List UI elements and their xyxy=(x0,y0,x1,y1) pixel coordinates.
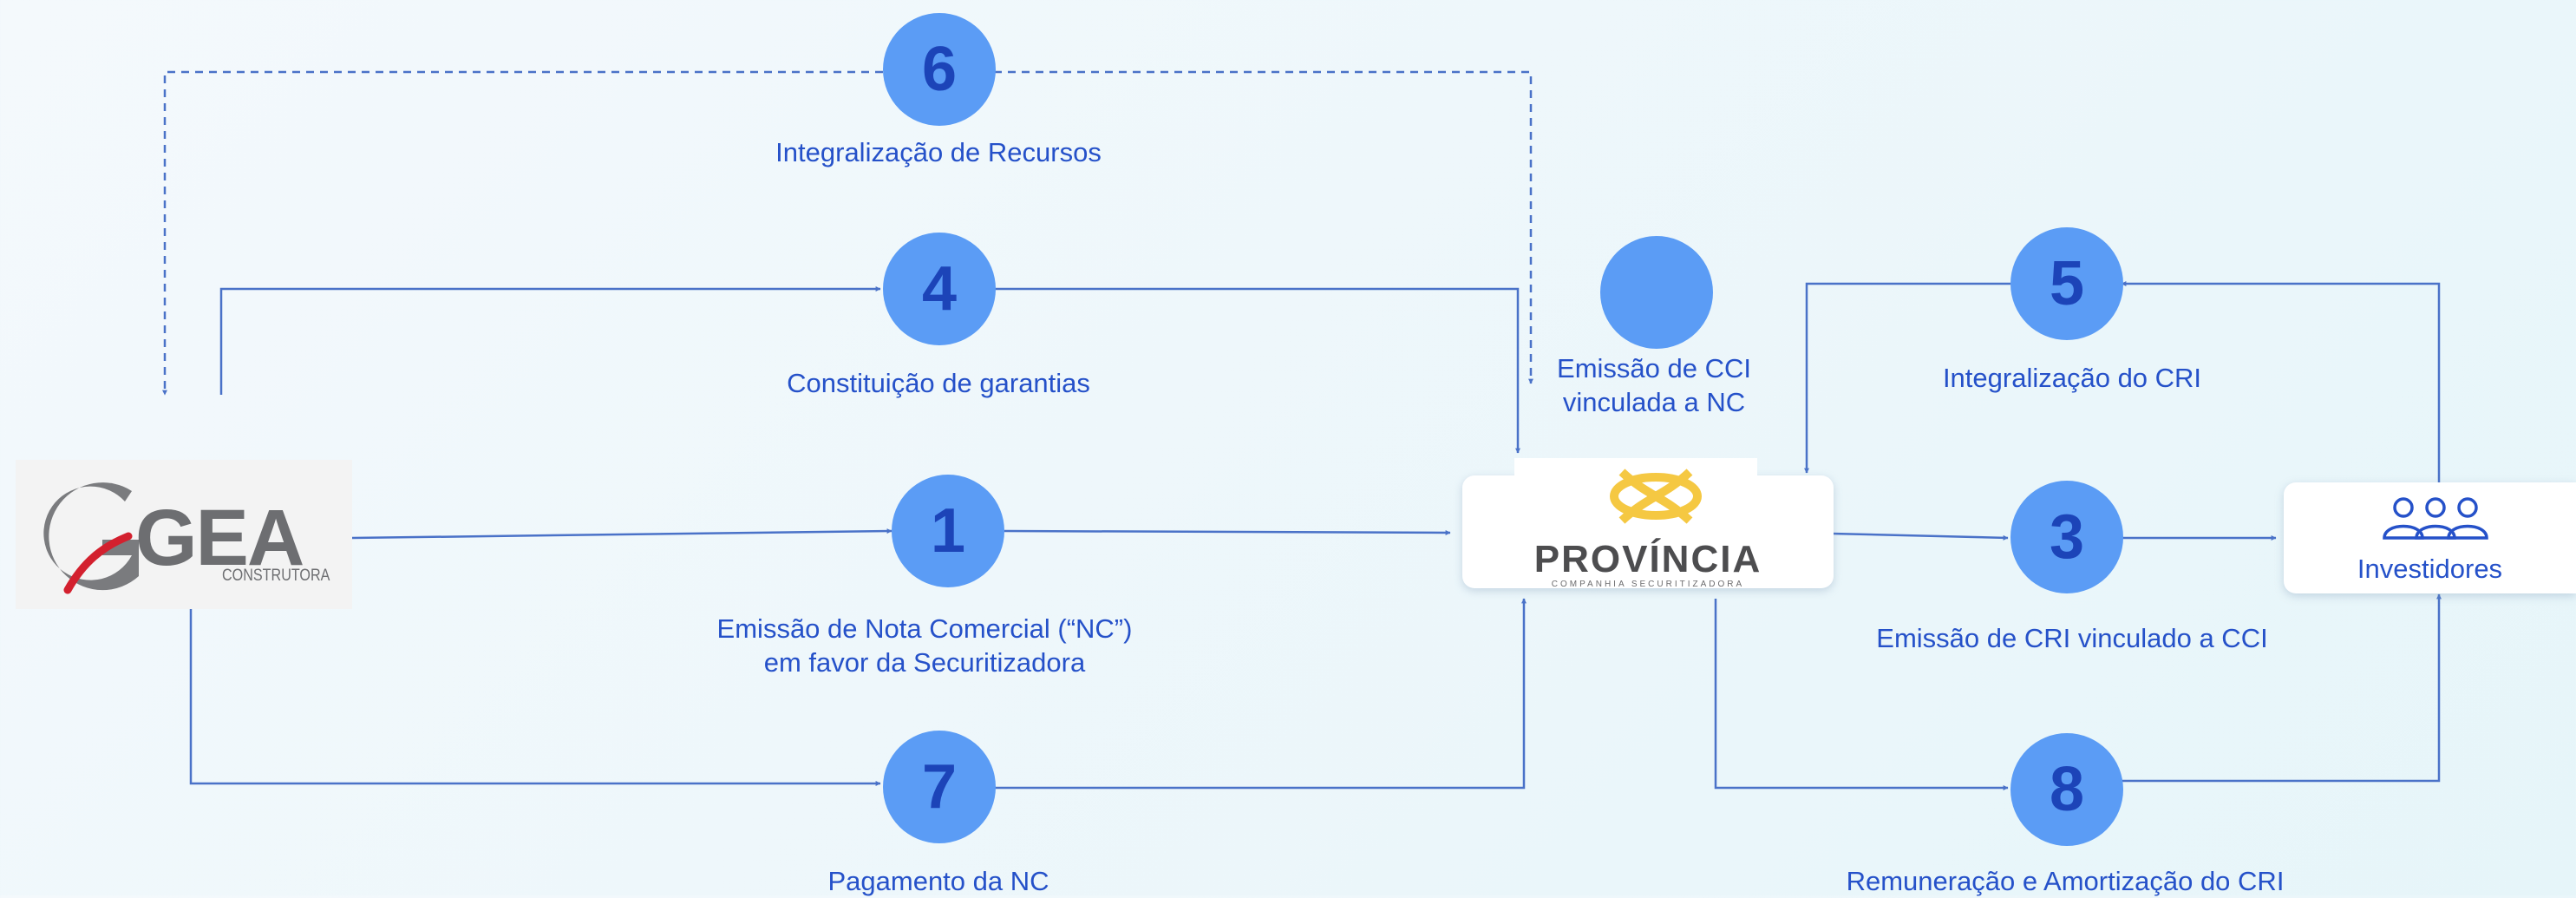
gea-construtora-logo: GEA CONSTRUTORA xyxy=(16,460,352,609)
group-of-people-icon xyxy=(2383,497,2488,540)
flow-7-in xyxy=(189,609,881,786)
step-7-circle: 7 xyxy=(883,731,996,843)
flow-5-out xyxy=(1804,282,2010,474)
step-1-label-line-2: em favor da Securitizadora xyxy=(763,647,1086,678)
step-2-label-line-1: Emissão de CCI xyxy=(1557,353,1751,383)
step-7-label-line: Pagamento da NC xyxy=(827,866,1049,896)
step-7-label: Pagamento da NC xyxy=(827,864,1049,898)
step-1-circle: 1 xyxy=(892,475,1004,587)
flow-1-out xyxy=(1004,529,1451,535)
step-8-label: Remuneração e Amortização do CRI xyxy=(1847,864,2285,898)
gea-logo-subtitle: CONSTRUTORA xyxy=(222,567,330,585)
provincia-logo-word: PROVÍNCIA xyxy=(1533,538,1762,580)
gea-logo-word: GEA xyxy=(135,494,304,582)
provincia-securitizadora-logo: PROVÍNCIA COMPANHIA SECURITIZADORA xyxy=(1462,458,1834,589)
step-4-label: Constituição de garantias xyxy=(787,366,1090,400)
flow-8-in xyxy=(1714,599,2009,790)
step-2-circle xyxy=(1600,236,1713,349)
step-4-circle: 4 xyxy=(883,233,996,345)
flow-7-out xyxy=(995,598,1527,790)
step-4-label-line: Constituição de garantias xyxy=(787,368,1090,398)
step-3-circle: 3 xyxy=(2010,481,2123,593)
provincia-knot-icon xyxy=(1610,469,1702,524)
provincia-logo-subtitle: COMPANHIA SECURITIZADORA xyxy=(1551,580,1745,589)
flow-3-in xyxy=(1831,532,2009,541)
step-3-label-line: Emissão de CRI vinculado a CCI xyxy=(1876,623,2268,653)
step-5-circle: 5 xyxy=(2010,227,2123,340)
step-1-label-line-1: Emissão de Nota Comercial (“NC”) xyxy=(716,613,1133,644)
step-6-circle: 6 xyxy=(883,13,996,126)
gea-g-mark xyxy=(43,482,139,594)
step-8-circle: 8 xyxy=(2010,733,2123,846)
investors-label: Investidores xyxy=(2357,554,2503,584)
step-5-label-line: Integralização do CRI xyxy=(1942,363,2202,393)
flow-6-to-provincia xyxy=(938,70,1533,384)
flow-4-in xyxy=(219,286,881,395)
investors-box: Investidores xyxy=(2284,482,2576,593)
flow-1-in xyxy=(351,528,892,540)
step-1-label: Emissão de Nota Comercial (“NC”) em favo… xyxy=(717,612,1133,679)
step-6-label-line: Integralização de Recursos xyxy=(775,137,1102,167)
flow-5-in xyxy=(2121,281,2441,486)
step-8-label-line: Remuneração e Amortização do CRI xyxy=(1846,866,2285,896)
flow-8-out xyxy=(2122,593,2442,783)
step-2-label: Emissão de CCI vinculada a NC xyxy=(1557,351,1751,419)
flow-6-to-gea xyxy=(162,70,938,396)
step-3-label: Emissão de CRI vinculado a CCI xyxy=(1876,621,2267,655)
step-5-label: Integralização do CRI xyxy=(1943,361,2201,395)
step-6-label: Integralização de Recursos xyxy=(775,135,1102,169)
flow-4-out xyxy=(995,287,1520,454)
step-2-label-line-2: vinculada a NC xyxy=(1562,387,1746,417)
